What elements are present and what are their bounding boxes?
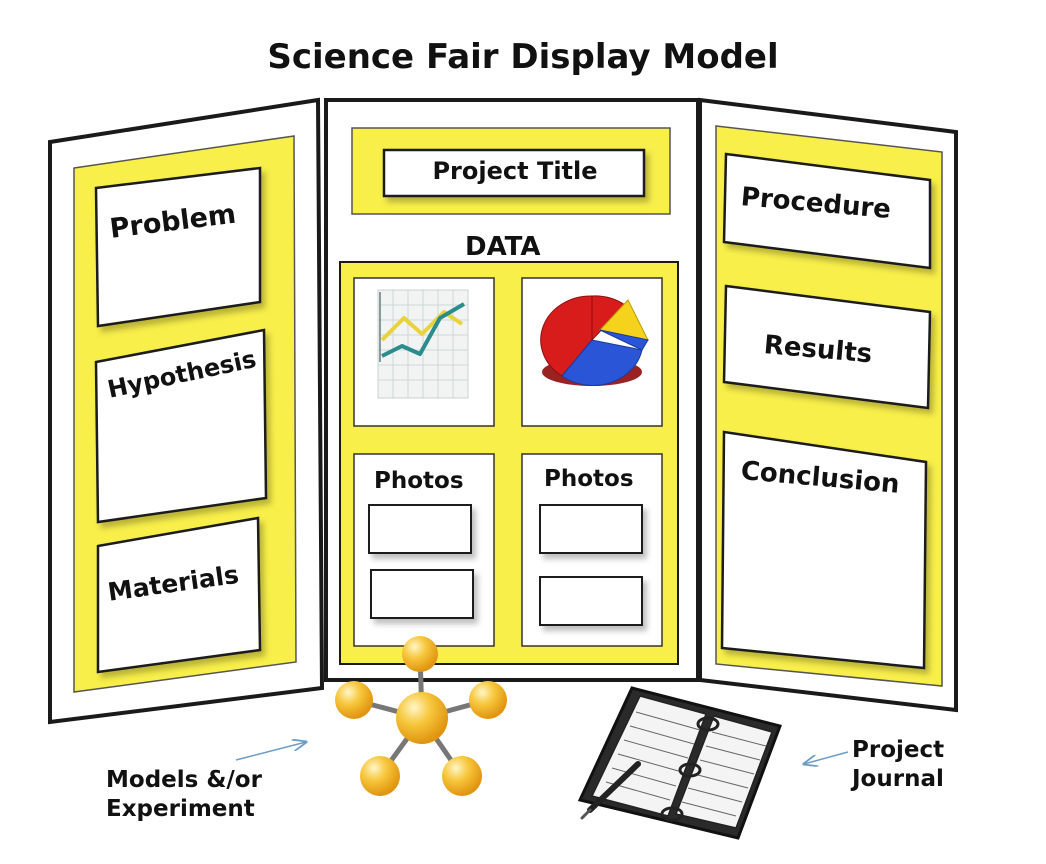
left-panel <box>48 97 325 725</box>
photo-slot <box>368 504 472 554</box>
line-graph-icon <box>377 289 469 399</box>
conclusion-card <box>720 430 928 670</box>
photo-slot <box>539 576 643 626</box>
materials-card <box>96 516 262 674</box>
molecule-model-icon <box>335 636 507 796</box>
photos-label-left: Photos <box>374 468 464 494</box>
journal-arrow <box>804 751 849 764</box>
center-panel <box>324 98 700 682</box>
pie-chart-icon <box>540 295 649 386</box>
procedure-card <box>722 152 932 270</box>
project-title-card <box>382 148 646 198</box>
project-title-label: Project Title <box>432 157 598 185</box>
models-arrow <box>235 742 306 761</box>
project-journal-label: Project Journal <box>852 737 945 792</box>
hypothesis-card <box>94 328 268 524</box>
models-experiment-label: Models &/or Experiment <box>106 767 262 822</box>
notebook-icon <box>577 686 782 840</box>
photos-label-right: Photos <box>544 466 634 492</box>
results-card <box>722 284 932 410</box>
data-heading: DATA <box>465 232 541 262</box>
page-title: Science Fair Display Model <box>267 37 779 77</box>
photo-slot <box>370 569 474 619</box>
photo-slot <box>539 504 643 554</box>
problem-card <box>94 166 262 328</box>
right-panel <box>698 97 958 713</box>
